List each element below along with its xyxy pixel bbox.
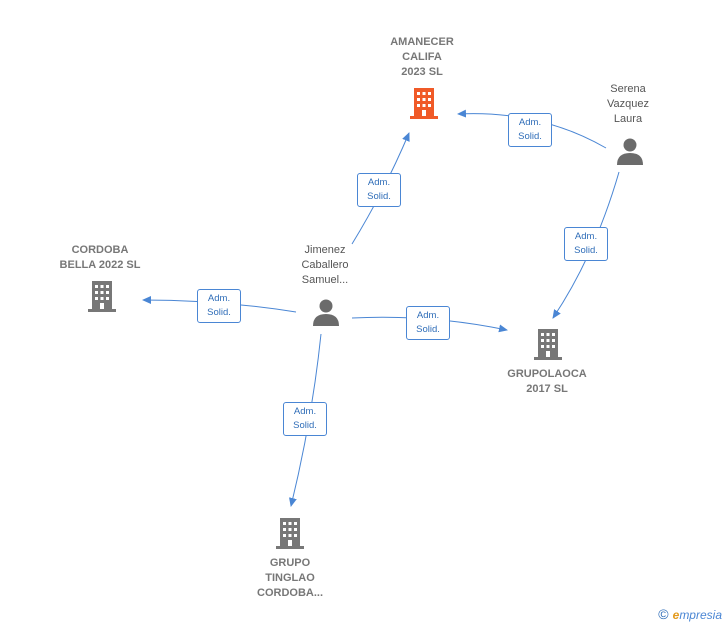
building-icon[interactable]: [273, 516, 307, 550]
building-icon[interactable]: [531, 327, 565, 361]
copyright-icon: ©: [658, 606, 669, 622]
edge-tag-jimenez-grupolaoca[interactable]: Adm.Solid.: [406, 306, 450, 340]
node-label-amanecer[interactable]: AMANECER CALIFA 2023 SL: [390, 36, 454, 78]
edge-tag-jimenez-tinglao[interactable]: Adm.Solid.: [283, 402, 327, 436]
node-label-jimenez[interactable]: Jimenez Caballero Samuel...: [301, 244, 349, 286]
building-icon[interactable]: [85, 279, 119, 313]
building-icon[interactable]: [407, 86, 441, 120]
node-label-grupo-tinglao[interactable]: GRUPO TINGLAO CORDOBA...: [257, 557, 323, 599]
person-icon[interactable]: [615, 136, 645, 166]
node-label-serena[interactable]: Serena Vazquez Laura: [607, 83, 649, 125]
person-icon[interactable]: [311, 297, 341, 327]
brand-logo: ©empresia: [658, 606, 722, 622]
edge-tag-serena-grupolaoca[interactable]: Adm.Solid.: [564, 227, 608, 261]
edge-tag-jimenez-cordoba[interactable]: Adm.Solid.: [197, 289, 241, 323]
node-label-cordoba-bella[interactable]: CORDOBA BELLA 2022 SL: [59, 244, 141, 271]
edge-tag-serena-amanecer[interactable]: Adm.Solid.: [508, 113, 552, 147]
node-label-grupolaoca[interactable]: GRUPOLAOCA 2017 SL: [507, 368, 587, 395]
edge-tag-jimenez-amanecer[interactable]: Adm.Solid.: [357, 173, 401, 207]
